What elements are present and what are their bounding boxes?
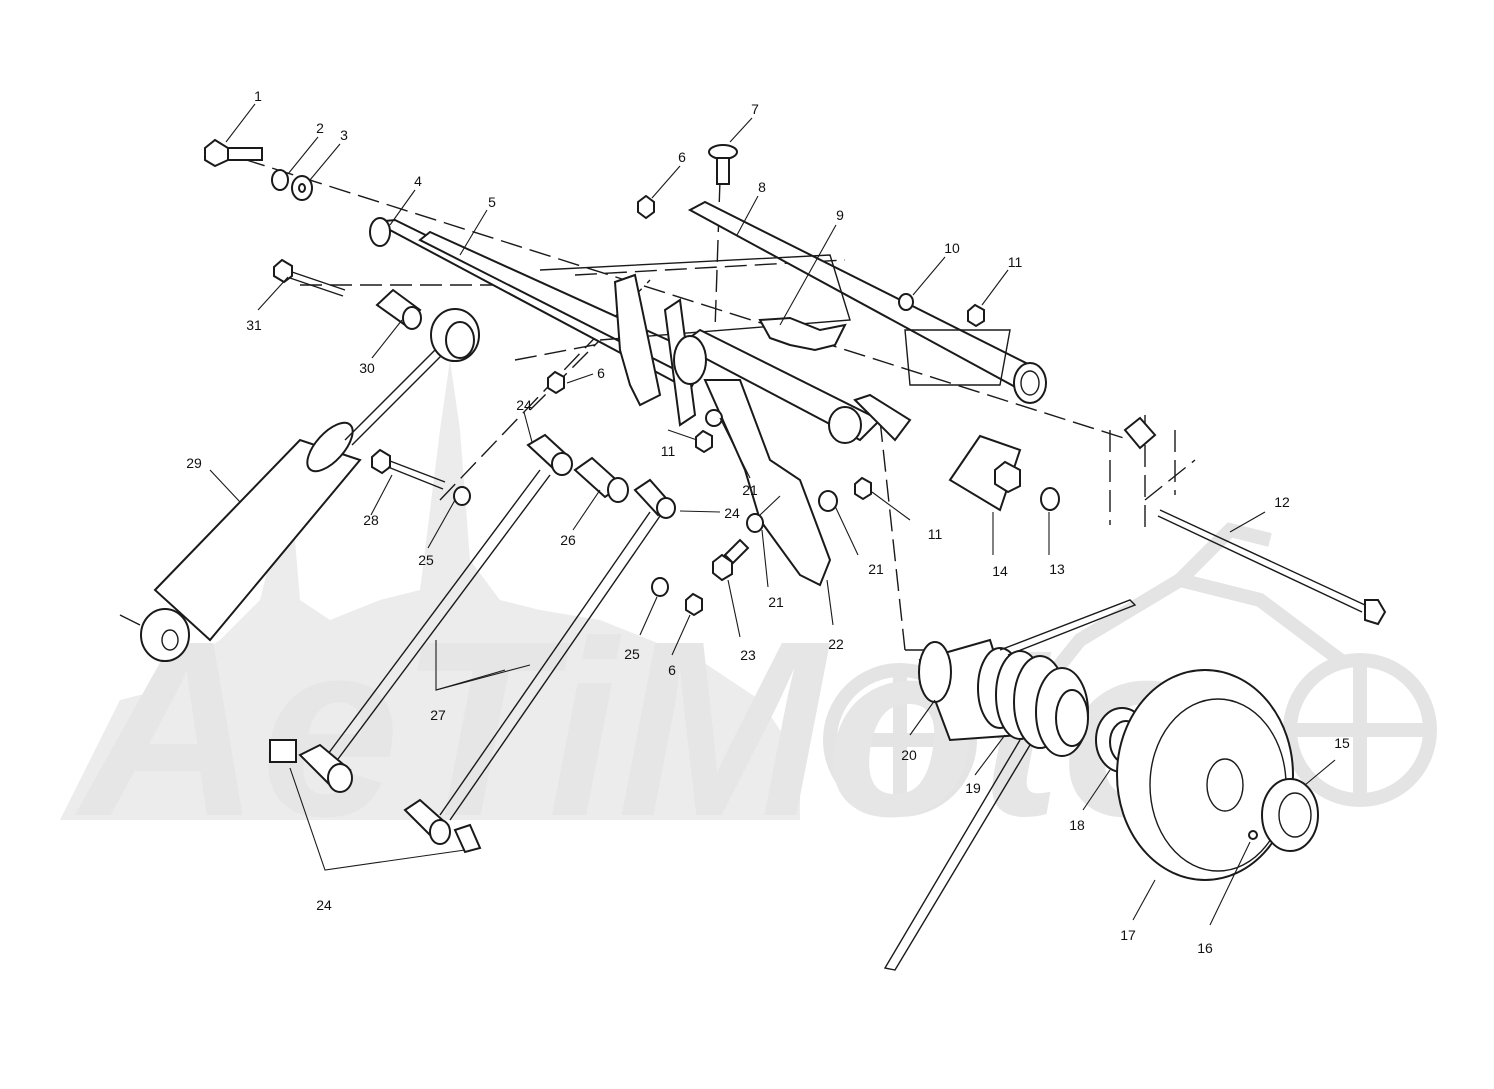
part-23-bolt: [712, 538, 750, 582]
part-15-collar: [1261, 778, 1319, 852]
callout-label: 4: [414, 173, 422, 189]
callout-label: 24: [516, 397, 532, 413]
callout-label: 28: [363, 512, 379, 528]
part-21-washer-b: [818, 490, 838, 512]
callout-label: 20: [901, 747, 917, 763]
part-11-nut-b: [854, 476, 872, 501]
callout-label: 6: [668, 662, 676, 678]
watermark-wheel-right: [1283, 653, 1437, 807]
watermark-skyline: [60, 360, 800, 820]
part-10-washer: [898, 293, 914, 311]
part-30-bushing: [375, 288, 422, 330]
callout-label: 7: [751, 101, 759, 117]
callout-label: 21: [868, 561, 884, 577]
callout-label: 23: [740, 647, 756, 663]
part-12-long-bolt: [1157, 509, 1387, 626]
part-9-clip: [758, 316, 847, 352]
callout-label: 30: [359, 360, 375, 376]
part-14-plate: [948, 434, 1022, 512]
part-13-washer: [1040, 487, 1060, 511]
part-6-nut-c: [685, 592, 703, 617]
callout-label: 17: [1120, 927, 1136, 943]
part-24-bushing-left: [269, 739, 353, 793]
callout-label: 14: [992, 563, 1008, 579]
part-26-spacer: [573, 456, 629, 503]
callout-label: 24: [724, 505, 740, 521]
part-11-nut-c: [695, 429, 713, 454]
callout-label: 29: [186, 455, 202, 471]
part-31-bolt: [273, 258, 346, 297]
part-7-carriage-bolt: [708, 144, 738, 185]
callout-label: 5: [488, 194, 496, 210]
part-25-washer: [453, 486, 471, 506]
callout-label: 12: [1274, 494, 1290, 510]
callout-label: 6: [597, 365, 605, 381]
callout-label: 22: [828, 636, 844, 652]
callout-label: 11: [1008, 254, 1023, 270]
callout-label: 21: [768, 594, 784, 610]
callout-label: 8: [758, 179, 766, 195]
part-16-set-screw: [1248, 830, 1258, 840]
callout-label: 25: [624, 646, 640, 662]
callout-label: 25: [418, 552, 434, 568]
part-6-nut: [637, 194, 655, 220]
assembly-lines: [214, 149, 1196, 651]
callout-label: 10: [944, 240, 960, 256]
watermark: AeTiMoto: [60, 360, 1437, 868]
callout-label: 19: [965, 780, 981, 796]
callout-label: 26: [560, 532, 576, 548]
part-1-bolt: [204, 138, 263, 168]
part-27-link-rod-left: [324, 433, 573, 764]
part-11-nut: [967, 303, 985, 328]
callout-label: 15: [1334, 735, 1350, 751]
part-22-pivot-arm: [703, 379, 832, 587]
callout-label: 18: [1069, 817, 1085, 833]
callout-label: 21: [742, 482, 758, 498]
callout-label: 31: [246, 317, 262, 333]
watermark-wheel-left: [823, 663, 977, 817]
part-main-pivot-tube: [673, 328, 912, 444]
part-19-torsion-spring: [883, 599, 1137, 971]
part-3-washer: [291, 175, 313, 201]
callout-label: 3: [340, 127, 348, 143]
callout-label: 6: [678, 149, 686, 165]
part-27-link-rod-right: [439, 478, 676, 821]
callout-label: 11: [928, 526, 943, 542]
leader-lines: [209, 103, 1336, 926]
part-2-washer: [271, 169, 289, 191]
callout-label: 1: [254, 88, 262, 104]
callout-label: 13: [1049, 561, 1065, 577]
part-29-shock: [119, 308, 480, 662]
part-21-washer-c: [705, 409, 723, 427]
callout-label: 9: [836, 207, 844, 223]
callout-label: 2: [316, 120, 324, 136]
callout-label: 11: [661, 443, 676, 459]
callout-label: 24: [316, 897, 332, 913]
callout-labels: 1 2 3 4 5 6 7 8 9 10 11 12 31 30 6 24 11…: [186, 88, 1350, 956]
part-21-washer: [746, 513, 764, 533]
frame-rail: [539, 254, 1011, 386]
part-24-bushing-right: [403, 798, 482, 854]
part-rear-bracket: [1123, 416, 1157, 450]
part-8-rear-axle: [687, 200, 1047, 404]
part-6-nut-b: [547, 370, 565, 395]
part-28-bolt: [371, 448, 446, 490]
part-25-washer-b: [651, 577, 669, 597]
part-17-wheel: [1116, 669, 1294, 881]
part-left-bracket: [613, 273, 662, 407]
callout-label: 27: [430, 707, 446, 723]
callout-label: 16: [1197, 940, 1213, 956]
